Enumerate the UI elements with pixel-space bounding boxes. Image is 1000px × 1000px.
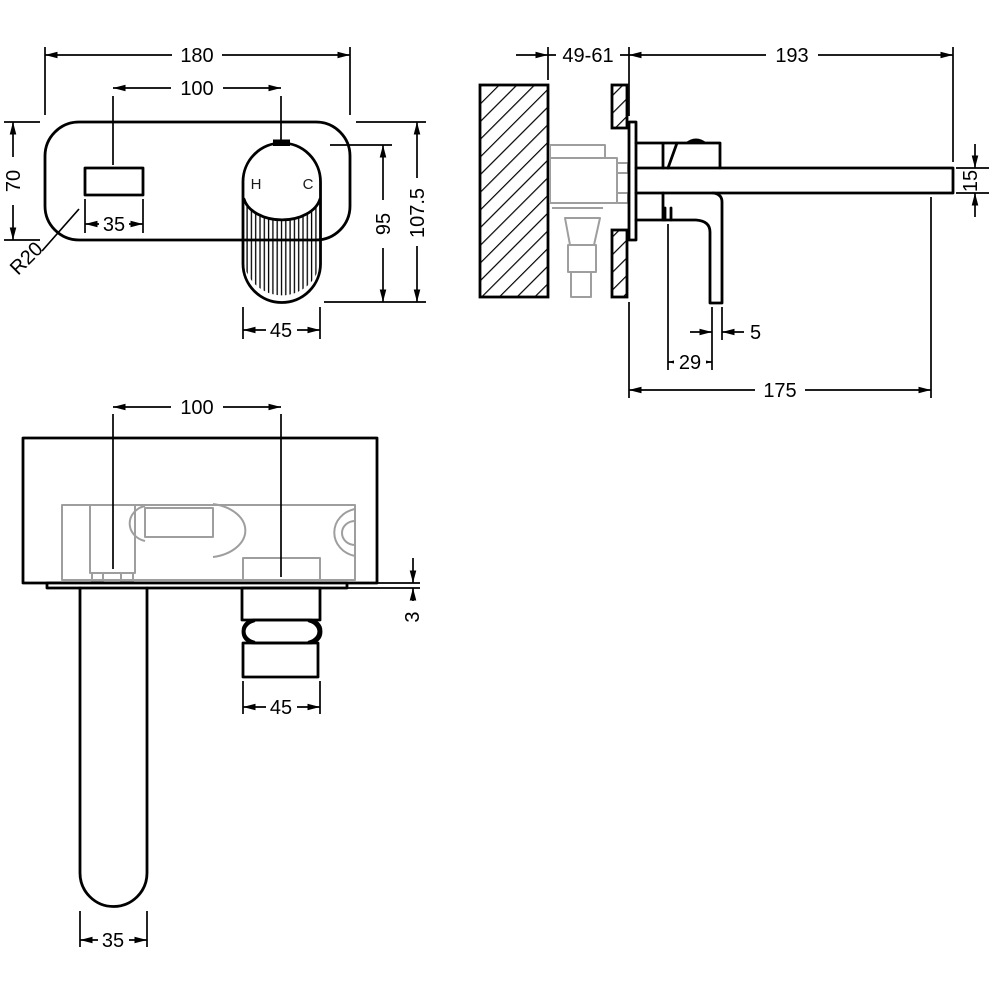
- radius-leader-line: [41, 208, 80, 252]
- plan-dimensions: 100 3 45 35: [79, 396, 424, 952]
- dim-front-cutout-width: 35: [103, 214, 125, 236]
- handle-face-edge: [242, 197, 322, 222]
- dim-front-hole-centres: 100: [180, 78, 213, 100]
- dim-front-plate-height: 70: [3, 170, 25, 192]
- wall-plate-edge: [627, 120, 638, 242]
- dim-front-corner-radius: R20: [6, 238, 48, 280]
- spout-plan: [78, 586, 149, 908]
- handle-plan: [240, 586, 323, 679]
- side-view: 49-61 193 15 175 29 5: [478, 43, 989, 402]
- body-under-spout: [661, 191, 673, 222]
- dim-plan-hole-centres: 100: [180, 397, 213, 419]
- mounting-body-outline: [21, 436, 379, 585]
- spout-cutout: [83, 166, 145, 197]
- plan-view: 100 3 45 35: [21, 396, 424, 952]
- wall-section-hatch-top: [610, 83, 629, 130]
- dim-plan-plate-thickness: 3: [402, 611, 424, 622]
- plan-hidden-lines: [61, 503, 356, 583]
- dim-side-outlet-projection: 175: [763, 380, 796, 402]
- dim-plan-spout-width: 35: [102, 930, 124, 952]
- dim-side-recess-depth: 49-61: [562, 45, 613, 67]
- handle-knurling: [244, 199, 320, 296]
- front-view: H C 180 100 70 35 R20: [2, 43, 429, 342]
- wall-section-hatch-bottom: [610, 228, 629, 299]
- dim-side-spout-length: 193: [775, 45, 808, 67]
- side-dimensions: 49-61 193 15 175 29 5: [516, 43, 989, 402]
- pivot-dome: [685, 138, 707, 143]
- cartridge-housing: [634, 141, 722, 170]
- lever-profile: [634, 191, 724, 305]
- dim-side-lever-thickness: 5: [750, 322, 761, 344]
- cold-label: C: [303, 176, 314, 193]
- dim-plan-handle-width: 45: [270, 697, 292, 719]
- dim-front-overall-height: 107.5: [407, 188, 429, 238]
- dim-front-plate-width: 180: [180, 45, 213, 67]
- hot-label: H: [251, 176, 262, 193]
- wall-section-hatch: [478, 83, 550, 299]
- dim-side-lever-setback: 29: [679, 352, 701, 374]
- dim-side-spout-thickness: 15: [960, 170, 982, 192]
- wall-plate-outline: [43, 120, 352, 242]
- spout-profile: [634, 166, 955, 195]
- handle-index-mark: [273, 139, 290, 146]
- dim-front-handle-width: 45: [270, 320, 292, 342]
- wall-plate-plan: [45, 581, 349, 590]
- dim-front-handle-height: 95: [373, 213, 395, 235]
